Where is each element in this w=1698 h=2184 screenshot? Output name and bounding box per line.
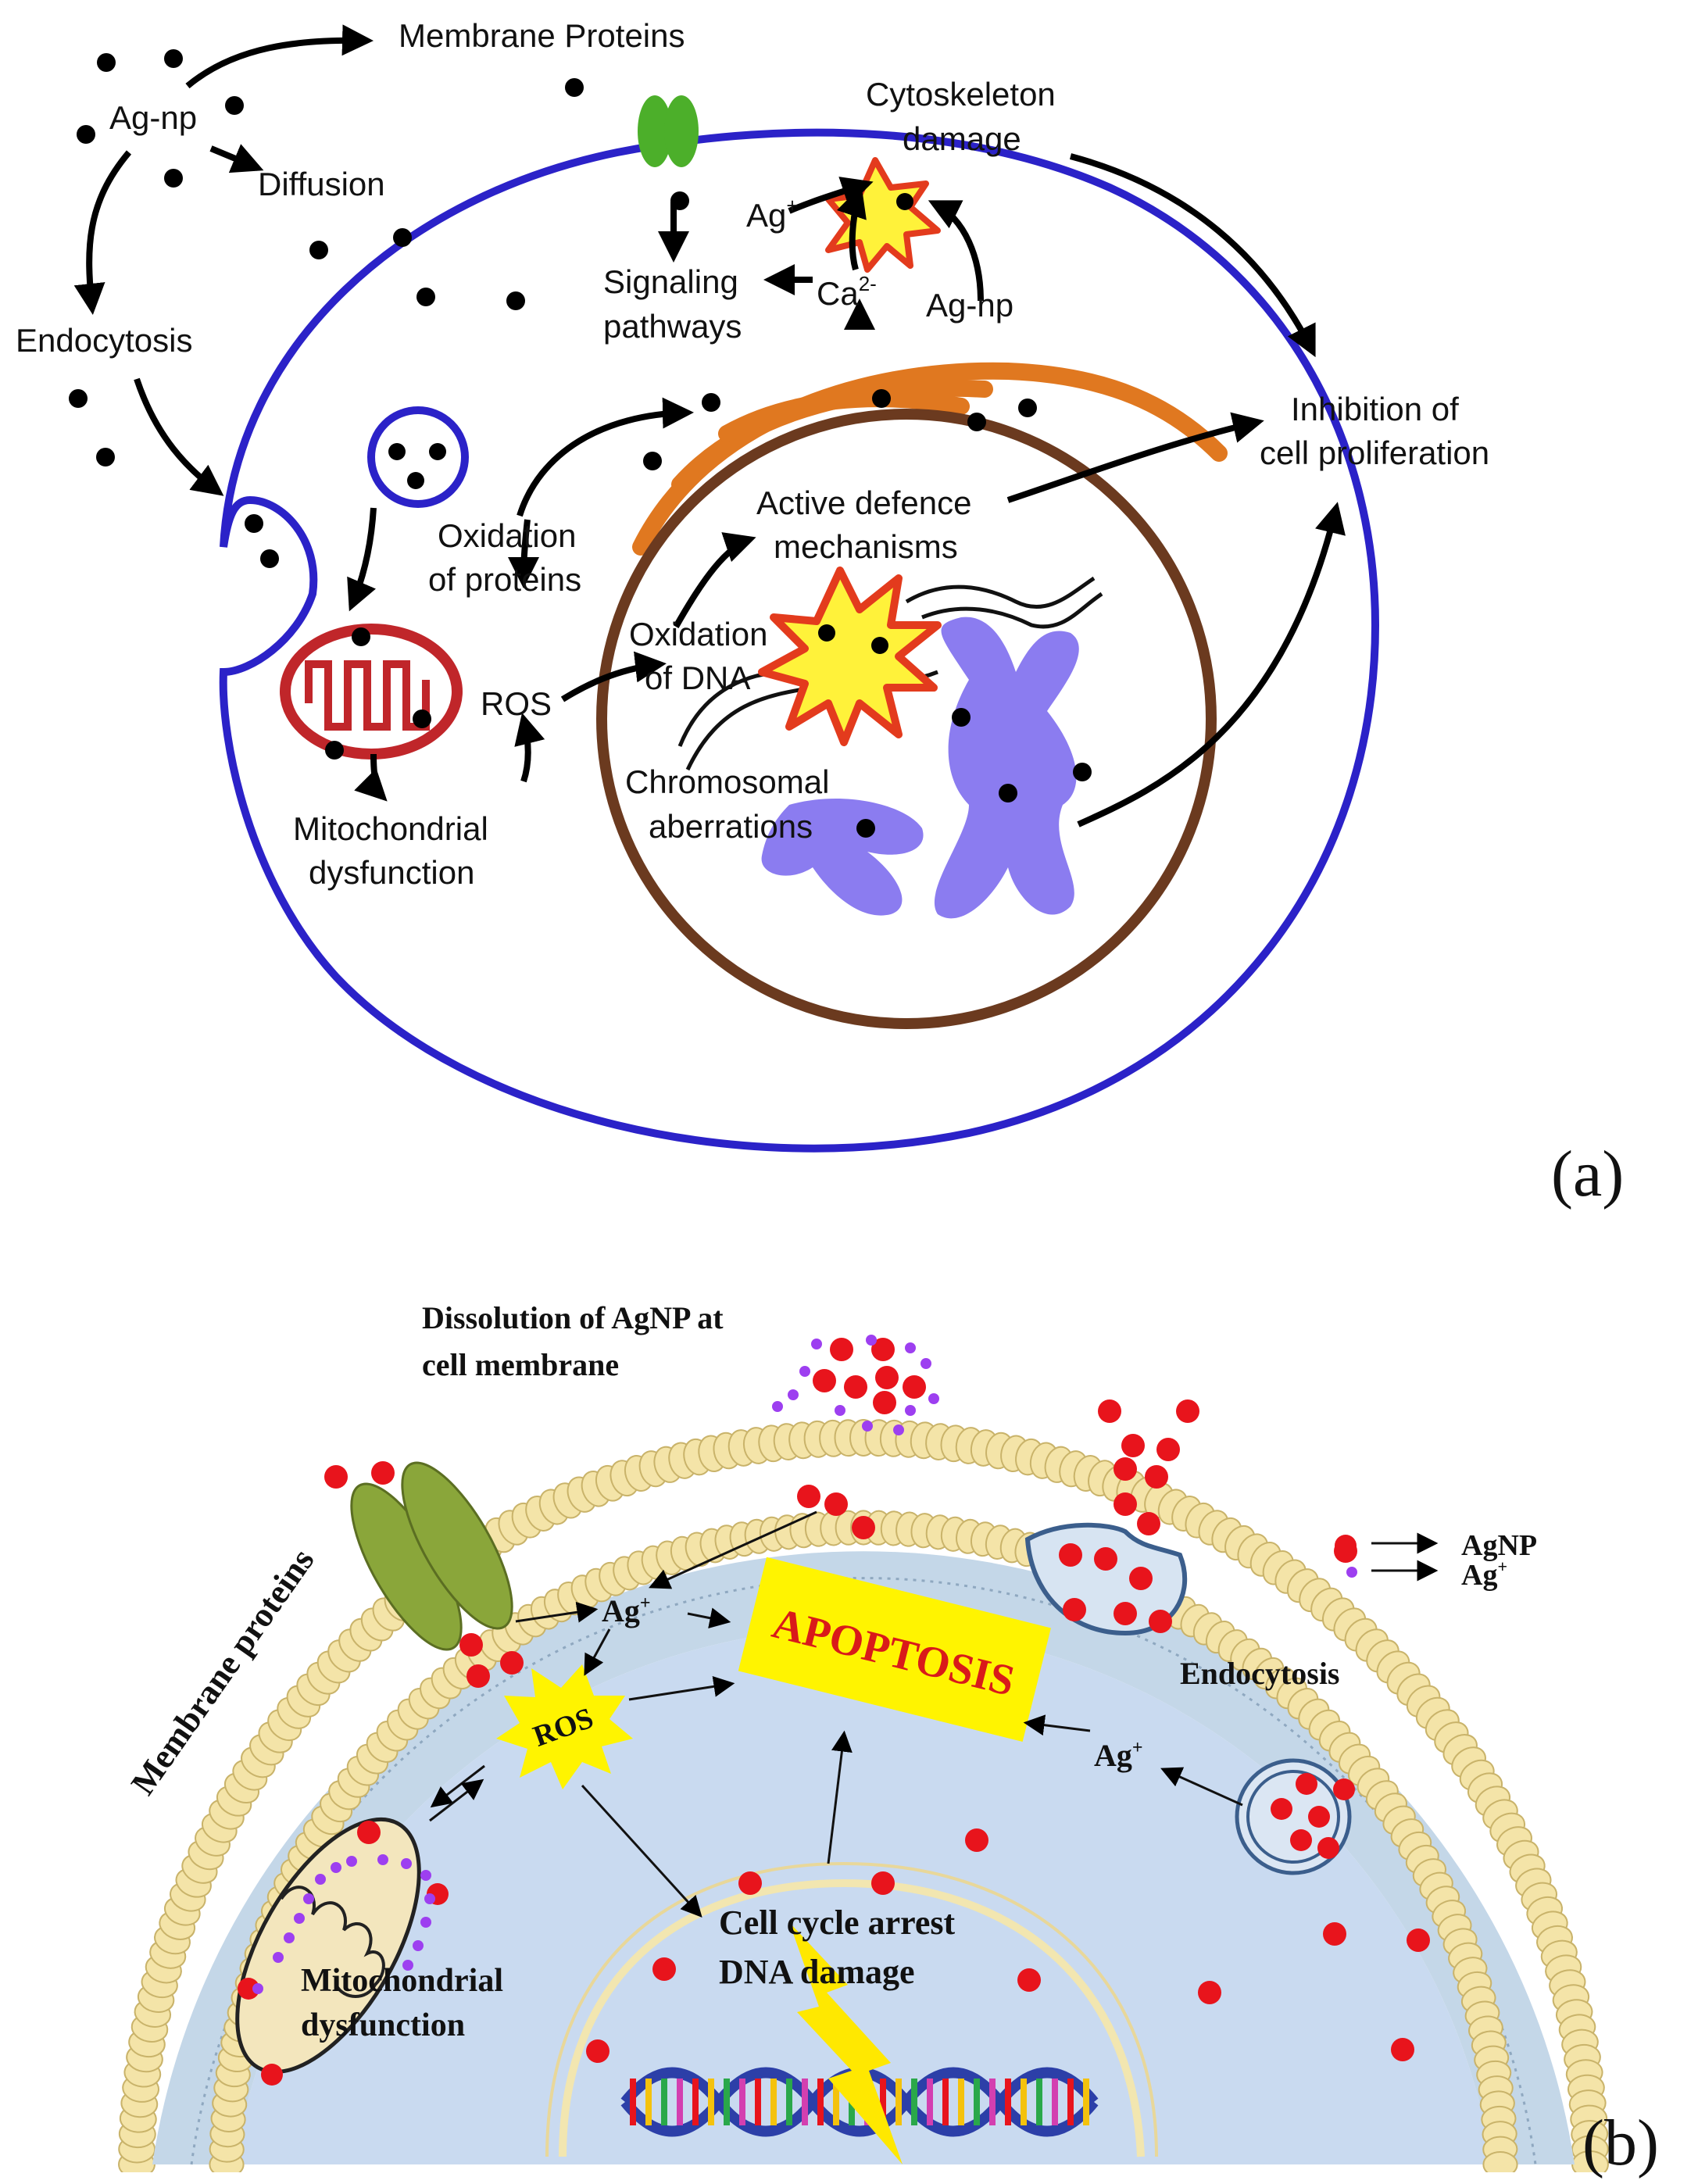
label-active-defence: Active defence [756, 484, 972, 521]
label-dysfunction-b: dysfunction [301, 2007, 465, 2043]
arrows-a [73, 24, 1346, 827]
label-oxidation-dna-1: Oxidation [629, 616, 767, 652]
panel-b: APOPTOSIS Dissolution of AgNP at cell me… [118, 1300, 1609, 2172]
panel-a: Ag-np Membrane Proteins Diffusion Endocy… [16, 17, 1624, 1210]
arrows-b [429, 1510, 1439, 1918]
label-mitochondrial-a: Mitochondrial [293, 810, 488, 847]
legend-agnp-marker [1335, 1535, 1357, 1557]
ros-burst [496, 1664, 633, 1789]
label-cytoskeleton-damage: damage [903, 120, 1021, 157]
dna-damage-burst [758, 567, 942, 746]
label-ag-np-inner: Ag-np [926, 287, 1013, 323]
label-ros-a: ROS [481, 685, 552, 722]
nucleus-b [545, 1861, 1158, 2157]
outer-lipid-heads [118, 1419, 1609, 2172]
label-ag-plus-right: Ag+ [1094, 1738, 1143, 1773]
cell-membrane-a [219, 128, 1380, 1153]
panel-label-b: (b) [1582, 2107, 1659, 2179]
label-diffusion: Diffusion [258, 166, 385, 202]
label-legend-ag: Ag+ [1461, 1557, 1507, 1592]
label-ag-np-top: Ag-np [109, 99, 197, 136]
label-endocytosis-b: Endocytosis [1180, 1656, 1340, 1691]
label-endocytosis-a: Endocytosis [16, 322, 192, 359]
lightning-bolt [789, 1922, 903, 2164]
membrane-protein-b [350, 1461, 513, 1651]
chromosomes [761, 617, 1079, 919]
label-cell-cycle: Cell cycle arrest [719, 1903, 955, 1942]
label-dysfunction-a: dysfunction [309, 854, 474, 891]
label-ag-plus-top: Ag+ [602, 1593, 651, 1628]
mitochondrion-a [280, 624, 463, 760]
label-ag-plus-a: Ag+ [746, 194, 799, 234]
label-signaling: Signaling [603, 263, 738, 300]
label-cell-proliferation: cell proliferation [1260, 434, 1489, 471]
legend-ag-marker [1346, 1567, 1357, 1578]
label-mechanisms: mechanisms [774, 528, 958, 565]
apoptosis-box: APOPTOSIS [738, 1557, 1051, 1743]
mitochondrion-b [235, 1817, 421, 2075]
ag-nanoparticles-a [69, 49, 1092, 838]
agnp-particles [238, 1338, 1430, 2086]
label-membrane-proteins-a: Membrane Proteins [399, 17, 685, 54]
lipid-head [1482, 2151, 1518, 2172]
label-oxidation-proteins-1: Oxidation [438, 517, 576, 554]
label-chromosomal: Chromosomal [625, 763, 829, 800]
label-oxidation-proteins-2: of proteins [428, 561, 581, 598]
ag-ion-particles [252, 1335, 939, 1994]
label-pathways: pathways [603, 308, 742, 345]
label-oxidation-dna-2: of DNA [645, 659, 750, 696]
label-mitochondrial-b: Mitochondrial [301, 1963, 503, 1999]
label-cytoskeleton: Cytoskeleton [866, 76, 1056, 113]
label-dissolution-2: cell membrane [422, 1347, 619, 1382]
cytoskeleton-burst [825, 157, 941, 273]
label-dissolution-1: Dissolution of AgNP at [422, 1300, 724, 1335]
vesicle-a [367, 406, 469, 508]
label-membrane-proteins-b: Membrane proteins [123, 1542, 321, 1802]
membrane-protein-a [638, 95, 699, 167]
label-dna-damage: DNA damage [719, 1953, 915, 1991]
label-ca: Ca2- [817, 272, 877, 312]
membrane-bilayer [152, 1551, 1575, 2164]
label-legend-agnp: AgNP [1461, 1529, 1537, 1562]
endoplasmic-reticulum [632, 362, 1228, 556]
label-aberrations: aberrations [649, 808, 813, 845]
label-inhibition: Inhibition of [1291, 391, 1459, 427]
panel-label-a: (a) [1551, 1138, 1624, 1210]
